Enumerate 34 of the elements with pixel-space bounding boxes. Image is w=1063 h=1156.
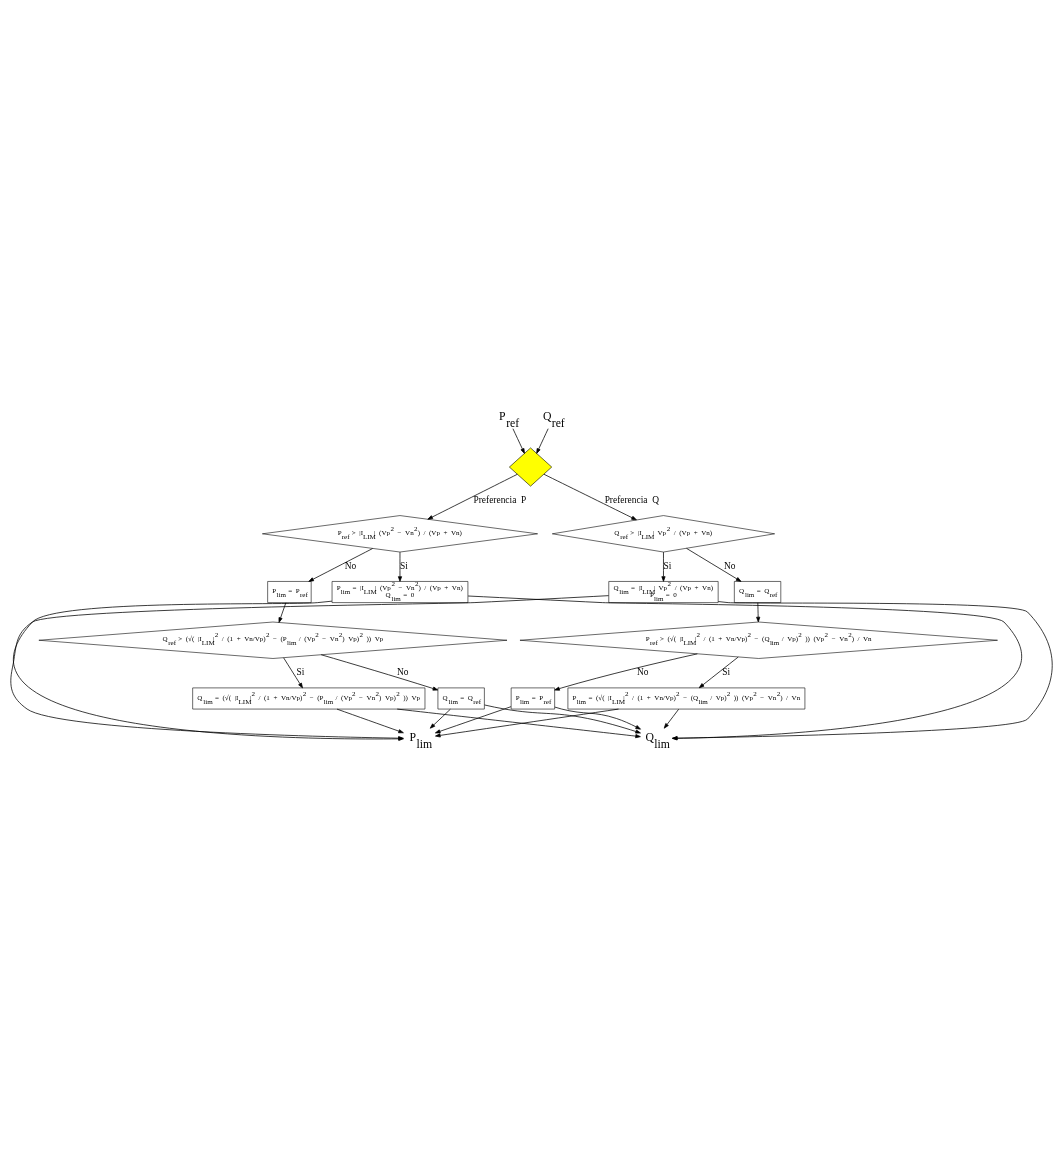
edge-label: Si [296,666,305,677]
arrow [554,706,641,730]
edge-label: No [724,560,736,571]
arrow [672,600,1053,740]
arrow [283,656,303,688]
edge-label: Si [399,560,408,571]
edge-label: Preferencia Q [604,494,659,505]
arrow [336,708,404,733]
edge-label: No [344,560,357,571]
edge-label: No [637,666,649,677]
arrow [396,708,641,738]
arrow [698,656,739,688]
arrow [554,653,698,691]
arrow [434,705,512,733]
arrow [512,427,525,454]
arrow [435,708,619,737]
arrow [278,601,287,623]
arrow [756,601,761,622]
arrow [543,473,637,520]
arrow [320,653,439,690]
arrow [663,708,680,729]
arrow [429,708,451,729]
arrow [536,427,549,454]
arrow [397,551,402,582]
arrow [467,595,1021,740]
arrow [308,547,374,582]
edge-label: Si [663,560,672,571]
edge-label: No [397,666,409,677]
arrow [661,551,666,582]
arrow [427,473,518,520]
arrow [484,704,641,733]
arrow [686,547,742,582]
edge-label: Si [722,666,731,677]
edge-label: Preferencia P [473,494,527,505]
